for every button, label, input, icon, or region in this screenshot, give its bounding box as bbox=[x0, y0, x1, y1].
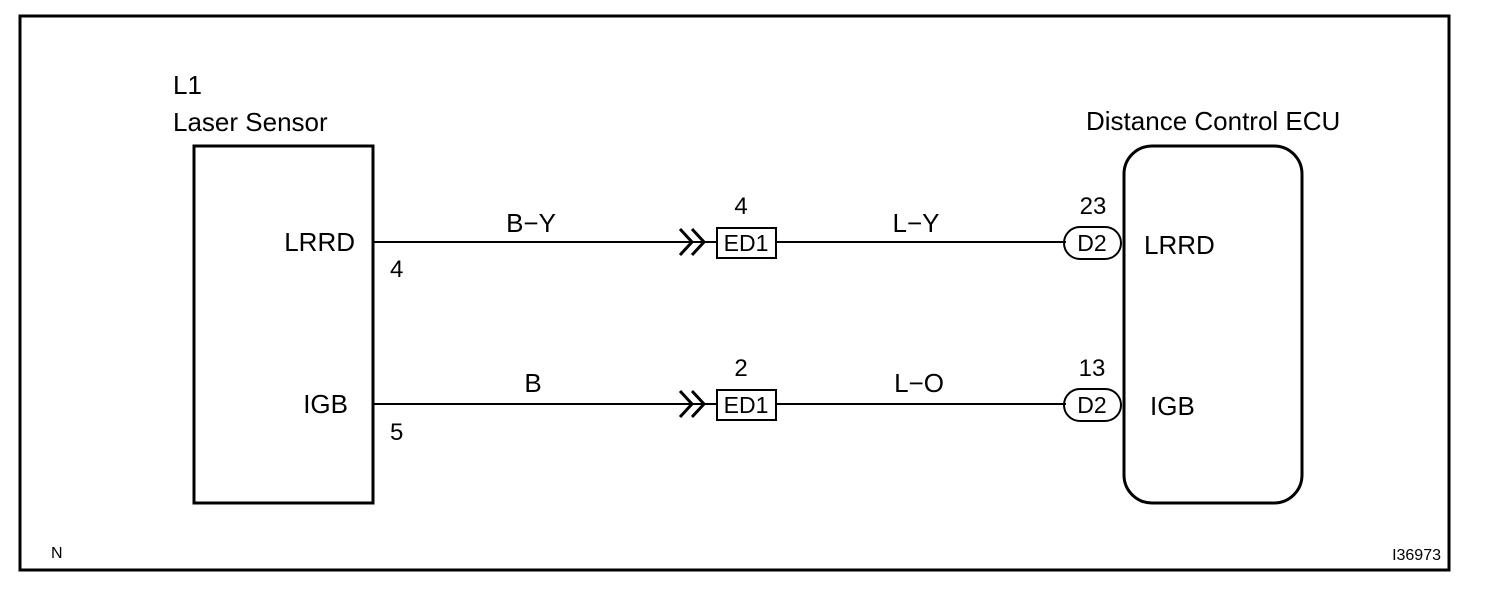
left-terminal-2-pin: 5 bbox=[390, 419, 403, 446]
figure-id: I36973 bbox=[1392, 547, 1441, 564]
wire-1-junction-connector: ED1 bbox=[724, 230, 769, 256]
wire-2-junction-connector: ED1 bbox=[724, 392, 769, 418]
right-component-name: Distance Control ECU bbox=[1086, 106, 1340, 136]
footer-left-mark: N bbox=[51, 545, 63, 562]
right-terminal-1-label: LRRD bbox=[1144, 230, 1215, 260]
left-component-code: L1 bbox=[173, 70, 202, 100]
left-component-name: Laser Sensor bbox=[173, 107, 328, 137]
wire-2-ecu-pin: 13 bbox=[1079, 355, 1106, 382]
laser-sensor-box bbox=[192, 144, 375, 505]
wire-1-left-color: B−Y bbox=[506, 208, 556, 238]
wire-2-ecu-connector-oval bbox=[1063, 388, 1122, 422]
wire-1-ecu-connector: D2 bbox=[1077, 230, 1106, 256]
left-terminal-1-pin: 4 bbox=[390, 256, 403, 283]
diagram-frame bbox=[18, 14, 1451, 572]
wire-1-ecu-pin: 23 bbox=[1080, 193, 1107, 220]
wire-2-right-color: L−O bbox=[894, 368, 944, 398]
wire-1-ecu-connector-oval bbox=[1063, 226, 1122, 260]
wire-1-junction-pin: 4 bbox=[734, 193, 747, 220]
wire-1-right-color: L−Y bbox=[893, 208, 940, 238]
wire-2-junction-pin: 2 bbox=[734, 355, 747, 382]
right-terminal-2-label: IGB bbox=[1150, 391, 1195, 421]
distance-control-ecu-box bbox=[1122, 144, 1304, 505]
wire-2-left-color: B bbox=[524, 368, 541, 398]
left-terminal-1-label: LRRD bbox=[284, 227, 355, 257]
wire-2-ecu-connector: D2 bbox=[1077, 392, 1106, 418]
left-terminal-2-label: IGB bbox=[303, 389, 348, 419]
